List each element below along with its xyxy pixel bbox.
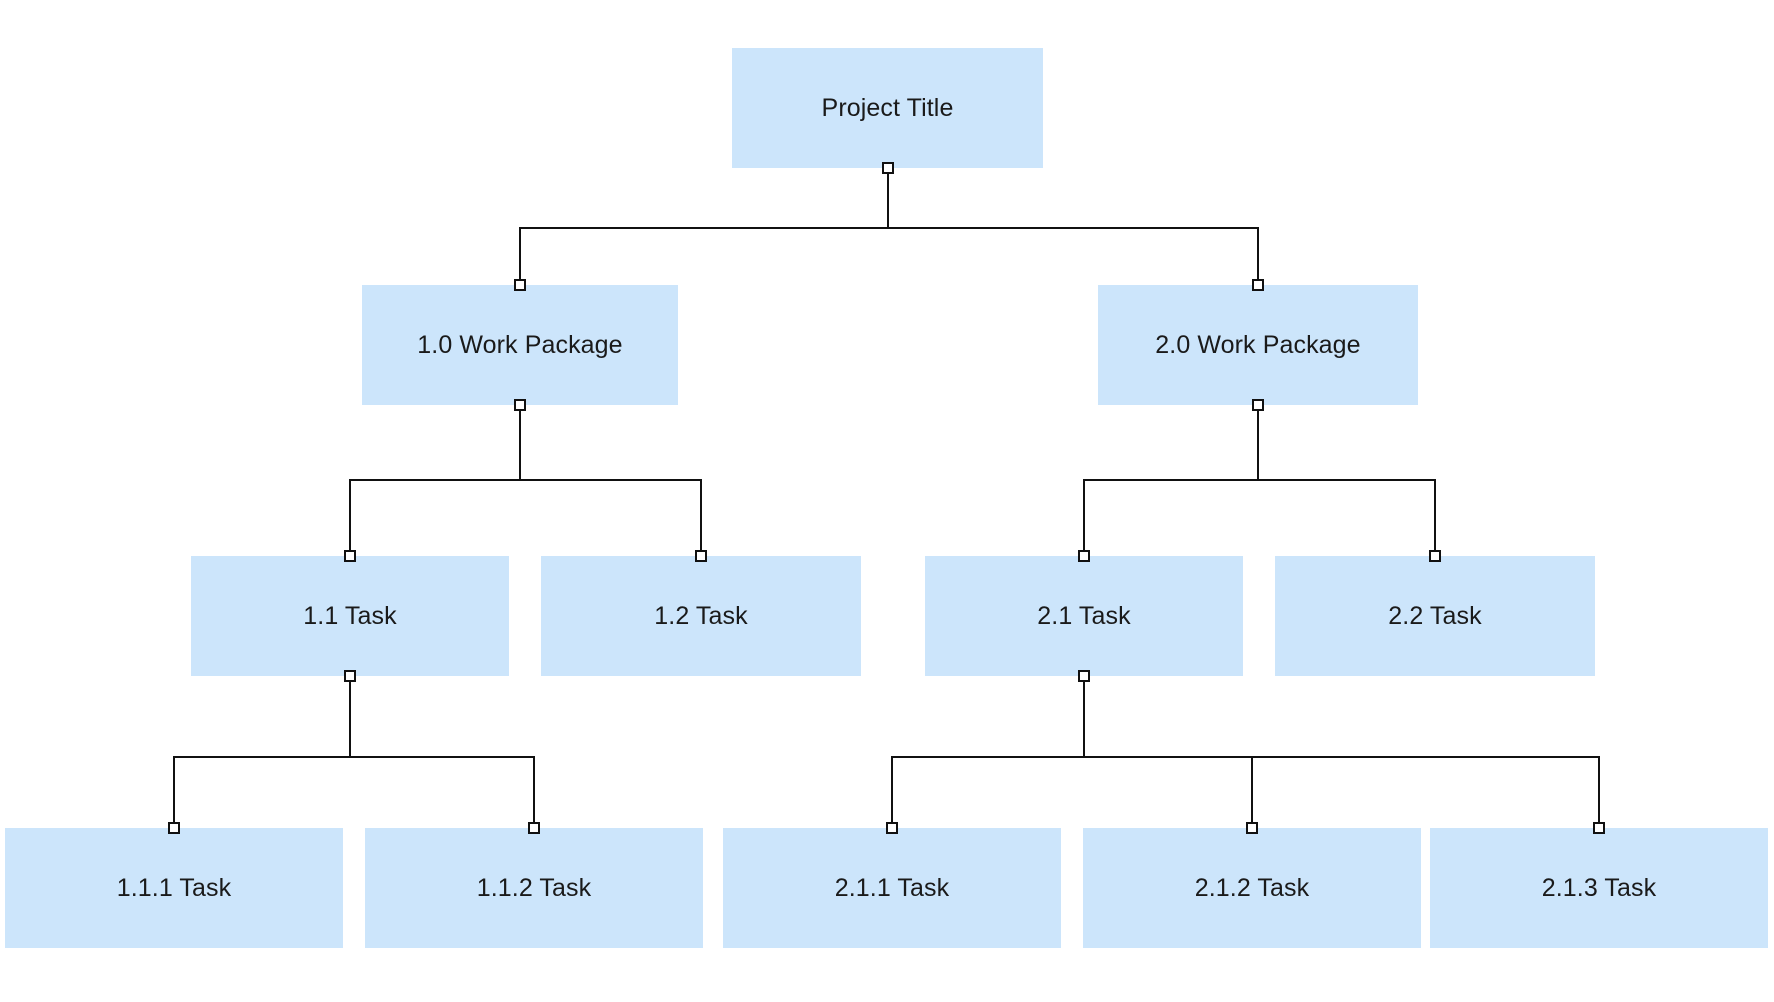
wbs-node-label: 1.1.1 Task [116, 874, 232, 902]
wbs-node-wp2[interactable]: 2.0 Work Package [1098, 285, 1418, 405]
wbs-node-t213[interactable]: 2.1.3 Task [1430, 828, 1768, 948]
wbs-node-label: 2.0 Work Package [1155, 331, 1361, 359]
wbs-node-label: 2.2 Task [1388, 602, 1482, 630]
wbs-node-t12[interactable]: 1.2 Task [541, 556, 861, 676]
wbs-node-t212[interactable]: 2.1.2 Task [1083, 828, 1421, 948]
wbs-node-t211[interactable]: 2.1.1 Task [723, 828, 1061, 948]
connection-handle-top-t111[interactable] [168, 822, 180, 834]
connection-handle-top-t11[interactable] [344, 550, 356, 562]
wbs-node-root[interactable]: Project Title [732, 48, 1043, 168]
connection-handle-bottom-wp2[interactable] [1252, 399, 1264, 411]
wbs-node-label: 1.2 Task [654, 602, 748, 630]
wbs-node-label: 1.0 Work Package [417, 331, 623, 359]
wbs-node-label: 2.1.2 Task [1194, 874, 1310, 902]
wbs-node-label: 1.1 Task [303, 602, 397, 630]
connection-handle-top-t211[interactable] [886, 822, 898, 834]
connection-handle-bottom-t21[interactable] [1078, 670, 1090, 682]
wbs-node-t11[interactable]: 1.1 Task [191, 556, 509, 676]
wbs-node-t112[interactable]: 1.1.2 Task [365, 828, 703, 948]
wbs-node-label: 2.1.3 Task [1541, 874, 1657, 902]
connection-handle-top-t12[interactable] [695, 550, 707, 562]
wbs-node-t22[interactable]: 2.2 Task [1275, 556, 1595, 676]
connection-handle-top-t212[interactable] [1246, 822, 1258, 834]
wbs-node-wp1[interactable]: 1.0 Work Package [362, 285, 678, 405]
connection-handle-top-t112[interactable] [528, 822, 540, 834]
wbs-node-label: Project Title [821, 94, 954, 122]
connection-handle-top-wp1[interactable] [514, 279, 526, 291]
connection-handle-top-t22[interactable] [1429, 550, 1441, 562]
wbs-node-label: 1.1.2 Task [476, 874, 592, 902]
connection-handle-top-t213[interactable] [1593, 822, 1605, 834]
connection-handle-top-wp2[interactable] [1252, 279, 1264, 291]
connection-handle-bottom-t11[interactable] [344, 670, 356, 682]
wbs-node-label: 2.1 Task [1037, 602, 1131, 630]
wbs-node-label: 2.1.1 Task [834, 874, 950, 902]
connection-handle-top-t21[interactable] [1078, 550, 1090, 562]
connection-handle-bottom-root[interactable] [881, 162, 894, 174]
wbs-node-t21[interactable]: 2.1 Task [925, 556, 1243, 676]
connection-handle-bottom-wp1[interactable] [514, 399, 526, 411]
wbs-node-t111[interactable]: 1.1.1 Task [5, 828, 343, 948]
